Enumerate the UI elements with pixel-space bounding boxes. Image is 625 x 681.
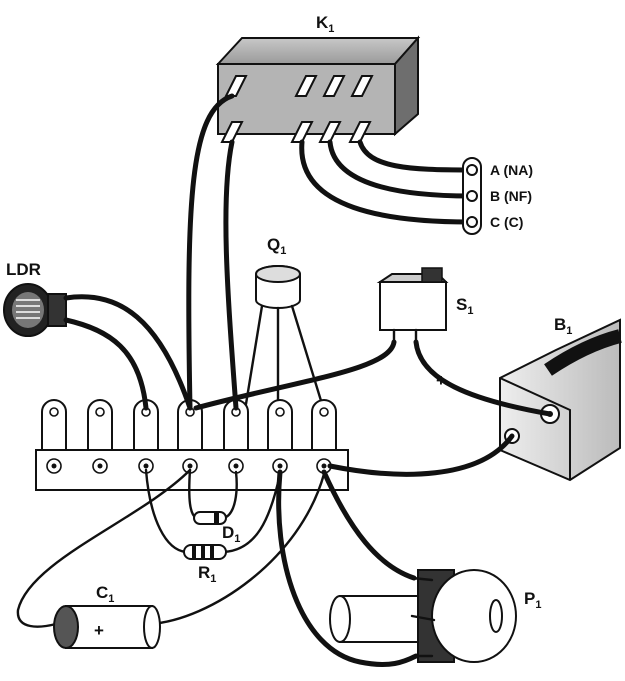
relay-label: K1 — [316, 13, 334, 35]
resistor-r1 — [183, 544, 227, 560]
ldr-label: LDR — [6, 260, 41, 279]
capacitor-c1 — [53, 605, 161, 649]
ldr — [3, 283, 67, 337]
terminal-label-c: C (C) — [490, 214, 523, 230]
potentiometer-label: P1 — [524, 589, 541, 611]
capacitor-polarity: + — [94, 621, 104, 640]
contact-terminal-block — [462, 157, 482, 235]
terminal-label-b: B (NF) — [490, 188, 532, 204]
diode-label: D1 — [222, 523, 240, 545]
resistor-label: R1 — [198, 563, 216, 585]
switch-s1 — [376, 267, 449, 344]
terminal-label-a: A (NA) — [490, 162, 533, 178]
circuit-wires — [16, 93, 553, 667]
switch-label: S1 — [456, 295, 473, 317]
battery-label: B1 — [554, 315, 572, 337]
capacitor-label: C1 — [96, 583, 114, 605]
relay-contact-wires — [299, 139, 473, 225]
transistor-q1 — [244, 265, 324, 406]
relay-k1 — [215, 35, 421, 143]
battery-b1 — [499, 318, 622, 482]
diode-d1 — [193, 511, 227, 525]
potentiometer-p1 — [329, 569, 517, 663]
terminal-strip — [35, 399, 349, 491]
transistor-label: Q1 — [267, 235, 286, 257]
